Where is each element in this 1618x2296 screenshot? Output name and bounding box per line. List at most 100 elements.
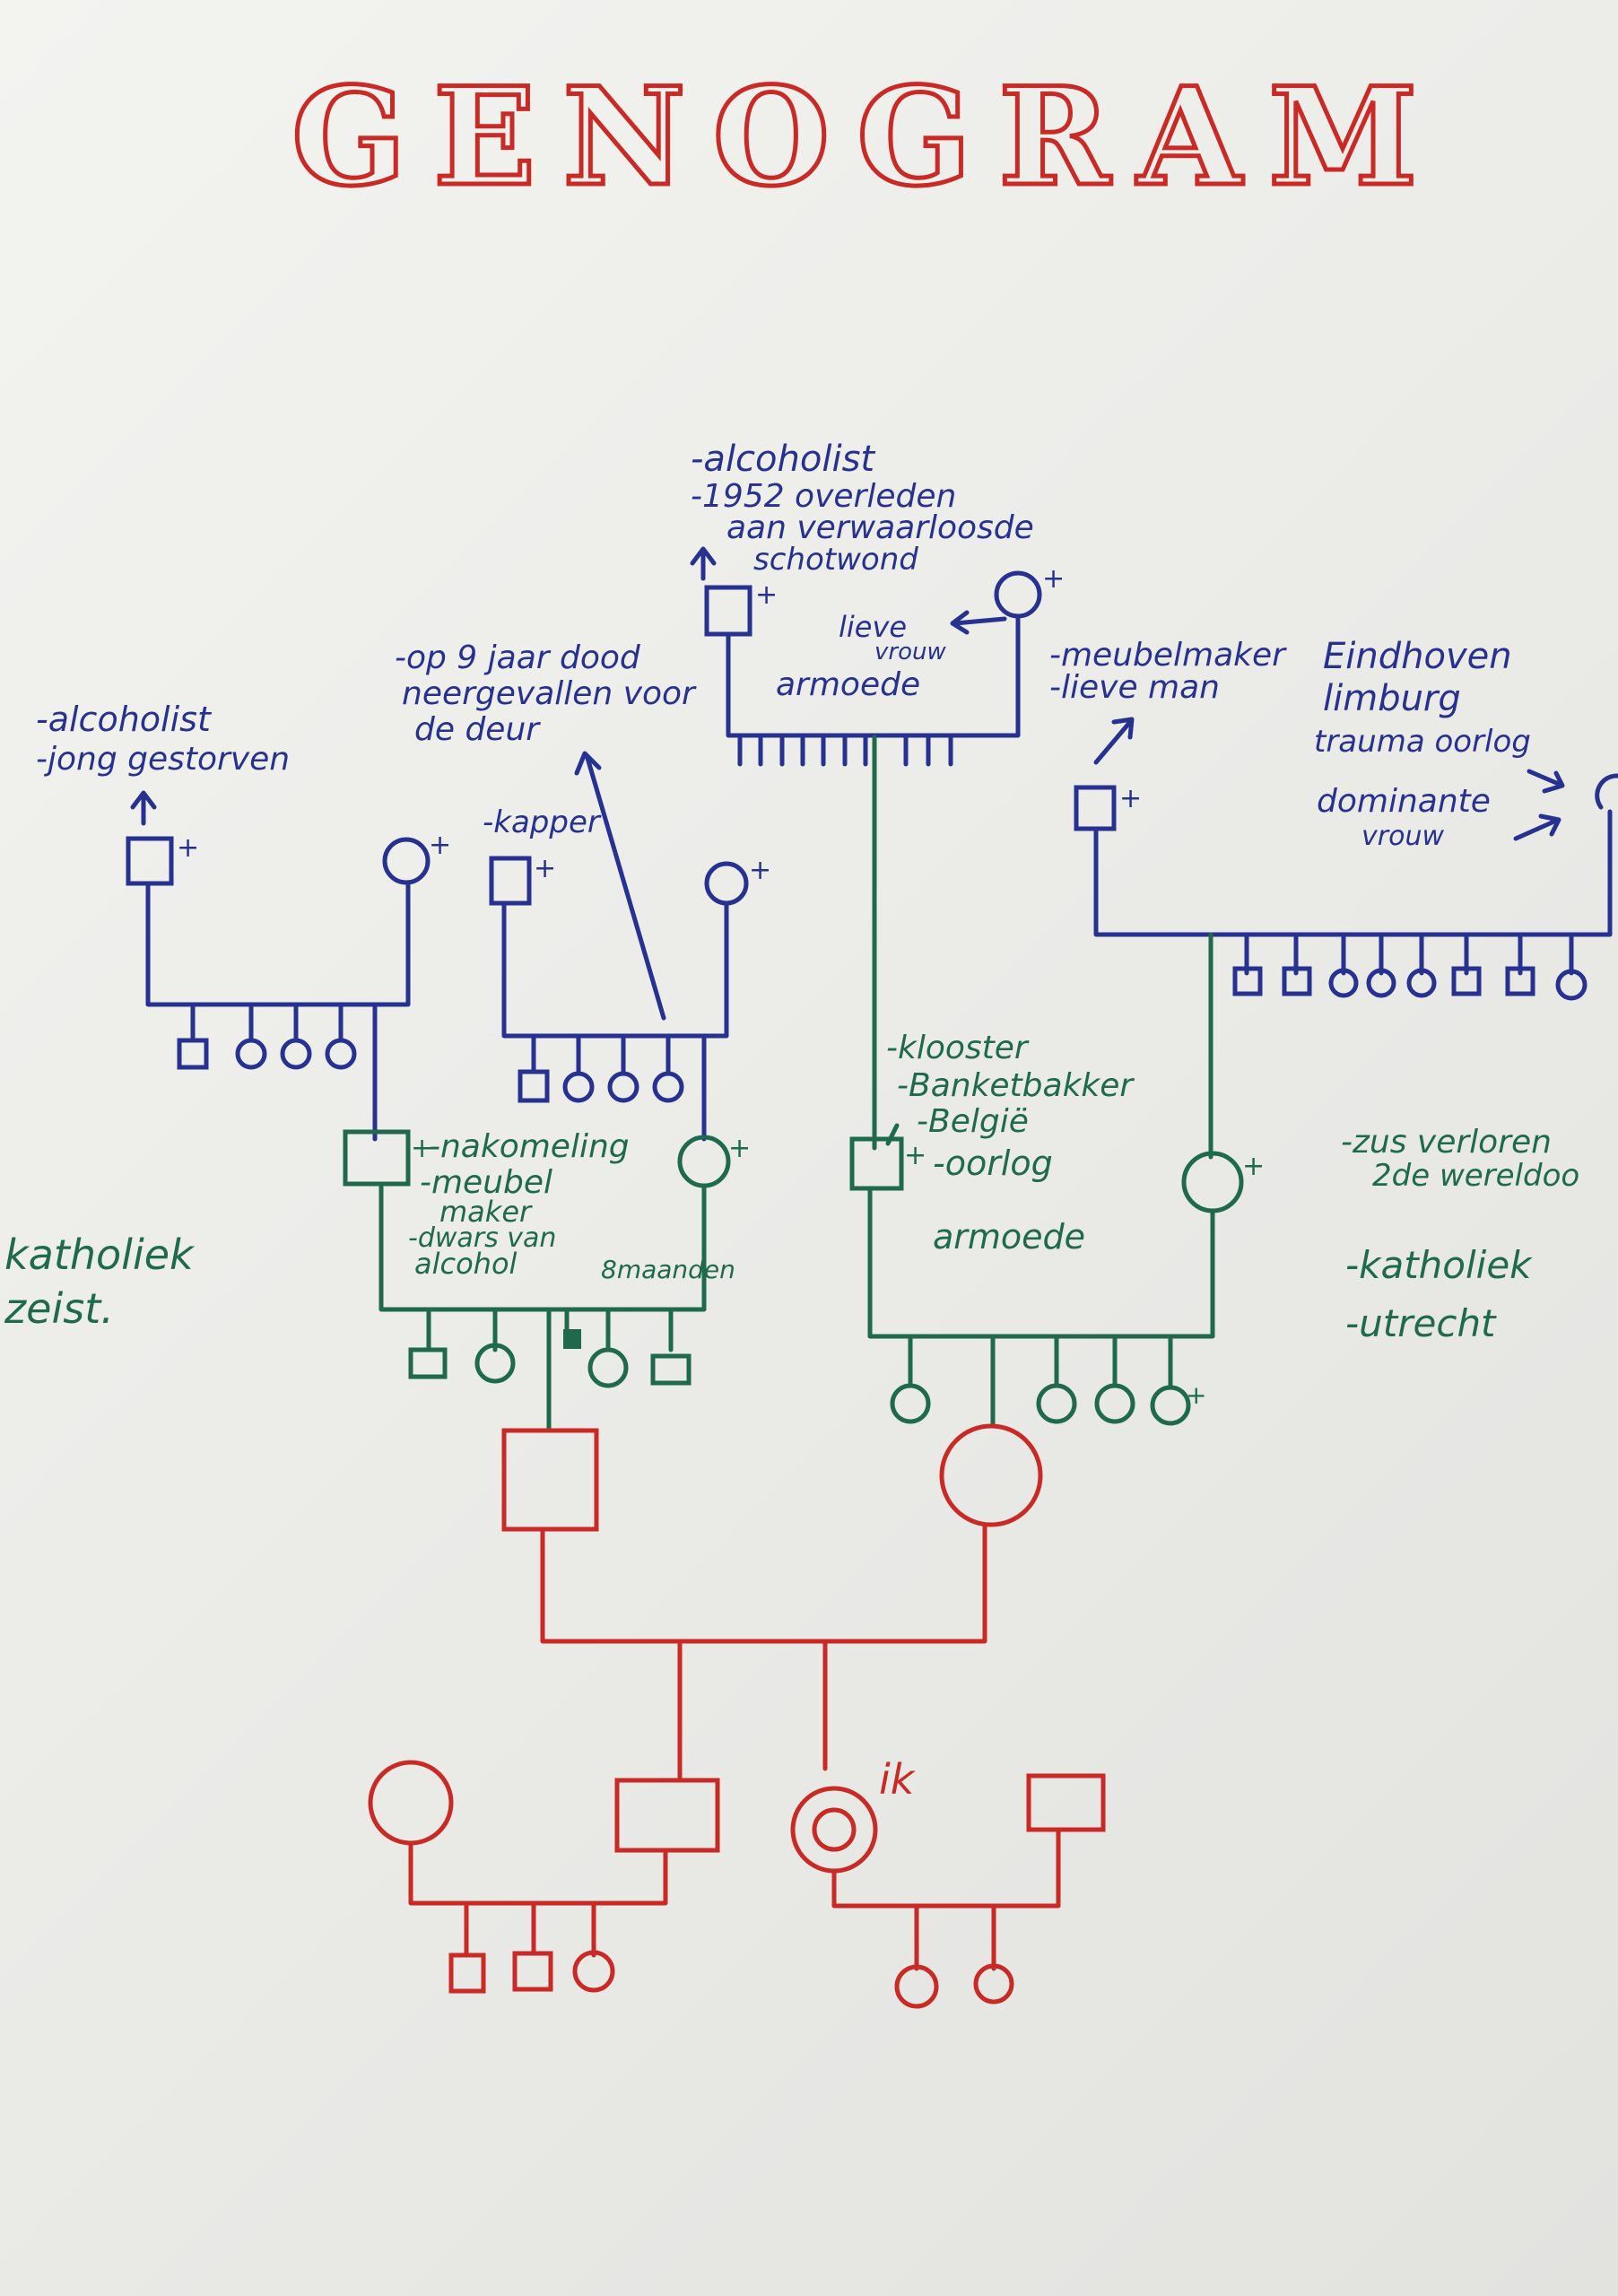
female-circle-small: [1555, 969, 1588, 1001]
male-square-small: [177, 1038, 209, 1070]
nephew-square: [448, 1952, 486, 1994]
female-circle: [1094, 1383, 1135, 1424]
note-meubel: -meubel: [420, 1164, 552, 1201]
deceased-mark: +: [1186, 1380, 1206, 1410]
female-circle-small: [1406, 968, 1437, 998]
great-grandparents-left-a: -alcoholist -jong gestorven + +: [36, 700, 451, 1142]
note-katholiek-right: -katholiek: [1345, 1243, 1533, 1287]
grandparents-left: + -nakomeling -meubel maker -dwars van a…: [4, 1128, 751, 1433]
niece-circle: [572, 1950, 615, 1993]
note-dominante2: vrouw: [1361, 821, 1444, 852]
marriage-line: [501, 900, 729, 1039]
female-circle: [587, 1347, 629, 1388]
female-circle-small: [235, 1038, 267, 1070]
brother-square: [614, 1778, 720, 1853]
female-circle-small: [607, 1071, 639, 1103]
great-grandparents-left-b: -op 9 jaar dood neergevallen voor de deu…: [395, 639, 771, 1142]
arrow-icon: [1093, 717, 1135, 765]
deceased-infant-square: [563, 1329, 581, 1349]
sibling-lines: [1244, 932, 1574, 976]
female-circle-small: [562, 1071, 595, 1103]
male-square-deceased: [704, 585, 752, 637]
note-vrouw: vrouw: [874, 639, 946, 665]
note-maker: maker: [439, 1195, 533, 1229]
partner-square: [1026, 1773, 1106, 1832]
deceased-mark: +: [429, 830, 451, 861]
note-zeist: zeist.: [4, 1284, 114, 1333]
arrow-icon: [1527, 769, 1565, 794]
note-banketbakker: -Banketbakker: [897, 1067, 1135, 1104]
children-ticks: [737, 735, 953, 767]
deceased-mark: +: [755, 579, 778, 611]
note-left-alc1: -alcoholist: [36, 700, 213, 739]
great-grandparents-top: -alcoholist -1952 overleden aan verwaarl…: [690, 439, 1065, 1151]
female-circle: [1036, 1383, 1077, 1424]
note-kapper: -kapper: [483, 804, 602, 840]
child-lines-ik: [914, 1903, 996, 1971]
note-limburg: limburg: [1323, 678, 1461, 719]
grandmother-circle-deceased: [677, 1135, 731, 1188]
note-8maanden: 8maanden: [601, 1255, 735, 1284]
deceased-mark: +: [728, 1133, 751, 1164]
note-zus1: -zus verloren: [1341, 1124, 1552, 1161]
male-square-small: [1282, 966, 1312, 996]
note-top-line4: schotwond: [753, 542, 918, 578]
sibling-lines: [908, 1334, 1173, 1388]
note-utrecht: -utrecht: [1345, 1301, 1497, 1345]
note-dwars2: alcohol: [414, 1247, 518, 1281]
note-belgie: -België: [917, 1103, 1029, 1140]
parents-and-children: ik: [368, 1423, 1106, 2009]
deceased-mark: +: [177, 832, 199, 864]
note-top-line1: -alcoholist: [691, 439, 875, 480]
arrow-icon: [574, 751, 666, 1021]
index-person-inner-circle: [812, 1807, 857, 1852]
child-lines: [677, 1639, 828, 1783]
deceased-mark: +: [534, 853, 556, 884]
male-square-small: [1505, 966, 1535, 996]
note-lieve: lieve: [839, 610, 907, 644]
note-dwars1: -dwars van: [408, 1222, 556, 1254]
page-title: GENOGRAM: [291, 58, 1444, 216]
grandfather-square-deceased: [343, 1129, 411, 1187]
male-square-small: [518, 1069, 550, 1103]
grandparents-right: -klooster -Banketbakker -België -oorlog …: [849, 1030, 1579, 1429]
female-circle-deceased: [382, 837, 431, 885]
female-circle-small: [1366, 968, 1396, 998]
male-square: [408, 1347, 448, 1379]
index-person-outer-circle: [790, 1786, 878, 1874]
note-armoede-top: armoede: [776, 666, 920, 703]
female-circle-small: [280, 1038, 312, 1070]
grandmother-circle-deceased: [1181, 1151, 1244, 1213]
marriage-line-ik: [831, 1827, 1061, 1909]
sister-in-law-circle: [368, 1760, 454, 1846]
male-square-small: [1232, 966, 1263, 996]
mother-circle: [939, 1423, 1043, 1527]
grandfather-square-deceased: [849, 1136, 904, 1191]
marriage-line: [540, 1522, 987, 1644]
male-square-small: [1451, 966, 1482, 996]
note-top-line2: -1952 overleden: [691, 478, 956, 515]
female-circle-small: [652, 1071, 684, 1103]
note-nakomeling: -nakomeling: [429, 1128, 630, 1165]
female-circle-deceased: [1150, 1385, 1191, 1426]
note-left-alc2: -jong gestorven: [36, 741, 290, 778]
male-square-deceased: [126, 836, 174, 886]
marriage-line: [1093, 809, 1613, 937]
note-meubelmaker: -meubelmaker: [1049, 637, 1287, 674]
great-grandparents-right: -meubelmaker -lieve man Eindhoven limbur…: [1049, 636, 1618, 1160]
note-dominante1: dominante: [1317, 783, 1491, 820]
note-zus2: 2de wereldoo: [1372, 1158, 1579, 1194]
sibling-lines: [190, 1002, 344, 1043]
note-trauma: trauma oorlog: [1314, 724, 1531, 760]
note-top-line3: aan verwaarloosde: [726, 509, 1034, 546]
note-armoede-mid: armoede: [933, 1217, 1085, 1257]
arrow-up-icon: [690, 546, 717, 581]
note-dood2: neergevallen voor: [402, 675, 697, 712]
deceased-mark: +: [1119, 783, 1142, 814]
child-lines-brother: [464, 1900, 596, 1958]
female-circle-deceased: [704, 861, 749, 906]
deceased-mark: +: [1042, 563, 1065, 595]
deceased-mark: +: [904, 1140, 926, 1171]
male-square-deceased: [489, 856, 532, 906]
